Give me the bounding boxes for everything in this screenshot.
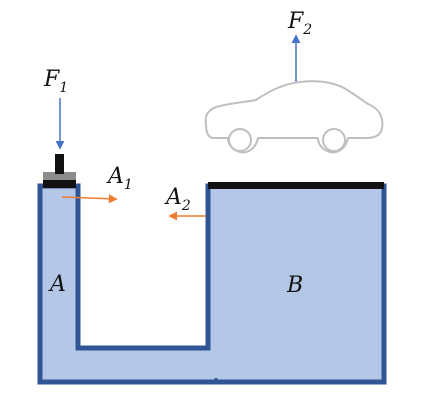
large-chamber-label: B <box>286 273 303 298</box>
a2-label: A2 <box>164 185 191 214</box>
small-chamber-label: A <box>48 272 66 297</box>
small-piston-base <box>43 180 76 188</box>
car-outline-icon <box>204 80 384 154</box>
small-piston-plate <box>43 172 76 180</box>
a1-label: A1 <box>106 164 133 193</box>
small-piston-rod <box>55 154 64 174</box>
container-step <box>40 378 218 384</box>
f2-label: F2 <box>287 9 312 38</box>
f1-label: F1 <box>43 67 68 96</box>
large-piston-lid <box>208 182 384 189</box>
piston-icon <box>43 154 76 188</box>
fluid-container <box>37 183 387 385</box>
a1-arrow <box>61 194 118 204</box>
